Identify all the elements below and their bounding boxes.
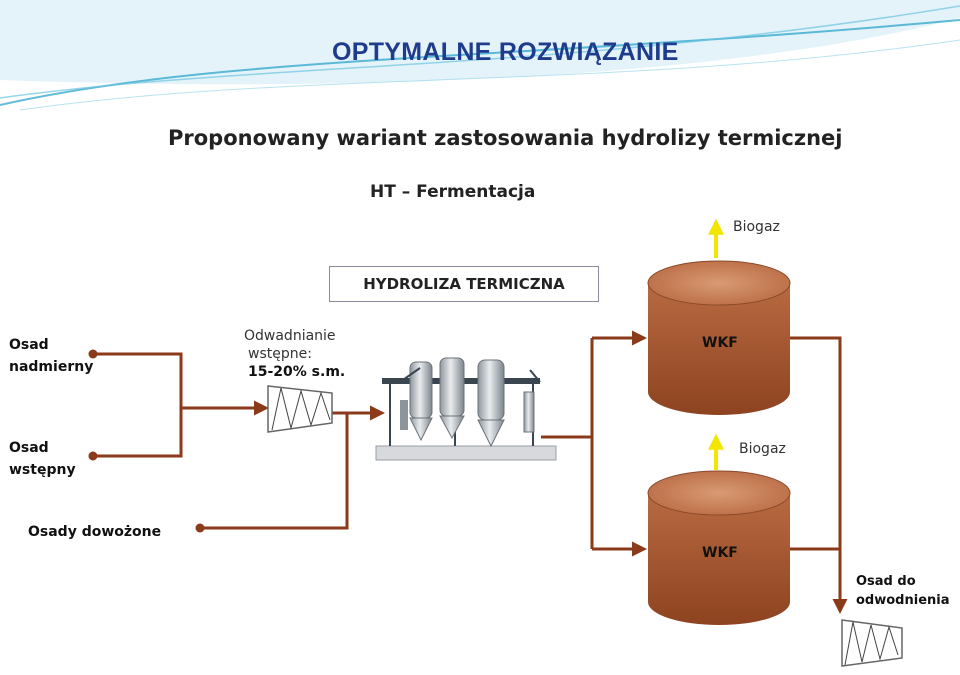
hydrolysis-plant-illustration xyxy=(375,357,557,461)
output-label-line2: odwodnienia xyxy=(856,593,950,608)
diagram-subheading: HT – Fermentacja xyxy=(370,182,536,202)
biogas-label-2: Biogaz xyxy=(739,441,786,457)
digester-1-label: WKF xyxy=(702,335,738,351)
process-box: HYDROLIZA TERMICZNA xyxy=(329,266,599,302)
dewatering-line2: wstępne: xyxy=(248,346,312,362)
dewatering-label: Odwadnianie wstępne: 15-20% s.m. xyxy=(244,327,345,381)
input-osad-wstepny-line1: Osad xyxy=(9,440,49,456)
output-label-line1: Osad do xyxy=(856,574,916,589)
input-osad-wstepny-line2: wstępny xyxy=(9,462,76,478)
dewatering-value: 15-20% s.m. xyxy=(248,364,346,380)
source-dots xyxy=(88,349,205,533)
flow-lines xyxy=(93,330,848,614)
input-osad-wstepny: Osad wstępny xyxy=(9,437,76,481)
diagram-heading: Proponowany wariant zastosowania hydroli… xyxy=(168,126,843,150)
header-waves xyxy=(0,0,960,111)
input-osad-nadmierny: Osad nadmierny xyxy=(9,334,93,378)
dewatering-unit xyxy=(267,385,333,433)
process-box-label: HYDROLIZA TERMICZNA xyxy=(363,275,565,293)
digester-1 xyxy=(647,260,791,415)
input-osad-nadmierny-line1: Osad xyxy=(9,337,49,353)
slide-title: OPTYMALNE ROZWIĄZANIE xyxy=(332,38,679,66)
output-dewatering-unit xyxy=(841,619,903,667)
biogas-label-1: Biogaz xyxy=(733,219,780,235)
digester-2-label: WKF xyxy=(702,545,738,561)
dewatering-line1: Odwadnianie xyxy=(244,328,336,344)
input-osady-dowozone: Osady dowożone xyxy=(28,524,162,540)
input-osad-nadmierny-line2: nadmierny xyxy=(9,359,94,375)
digester-2 xyxy=(647,470,791,625)
output-label: Osad do odwodnienia xyxy=(856,572,950,610)
